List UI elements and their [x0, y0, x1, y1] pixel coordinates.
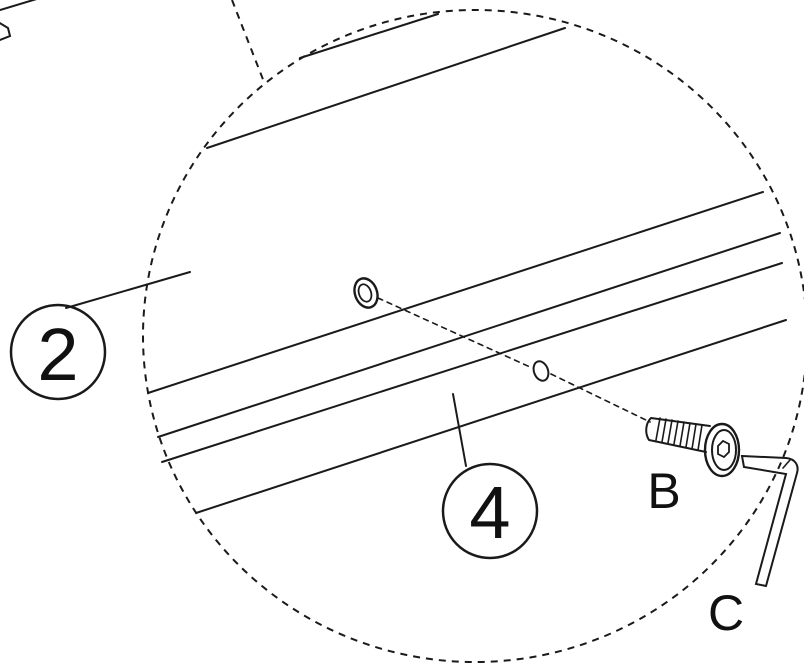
part-4-label: 4	[469, 471, 510, 554]
rail-hole-icon	[532, 360, 550, 382]
hardware-c-label: C	[708, 585, 744, 641]
allen-key-icon	[740, 454, 799, 588]
panel-part-2	[147, 13, 764, 394]
part-4-callout: 4	[441, 462, 539, 560]
part-2-callout: 2	[9, 303, 107, 401]
callout-leader-4	[452, 393, 467, 467]
partial-part-corner	[0, 0, 37, 41]
callout-leader-2	[65, 271, 191, 309]
bolt-insertion-path	[377, 297, 651, 423]
rail-part-4	[157, 232, 787, 514]
bolt-hole-icon	[353, 277, 379, 309]
part-2-label: 2	[37, 313, 78, 396]
allen-bolt-icon	[645, 417, 741, 478]
hardware-b-label: B	[647, 463, 680, 519]
detail-magnification-circle	[142, 9, 804, 663]
zoom-leader-line	[231, 0, 265, 83]
